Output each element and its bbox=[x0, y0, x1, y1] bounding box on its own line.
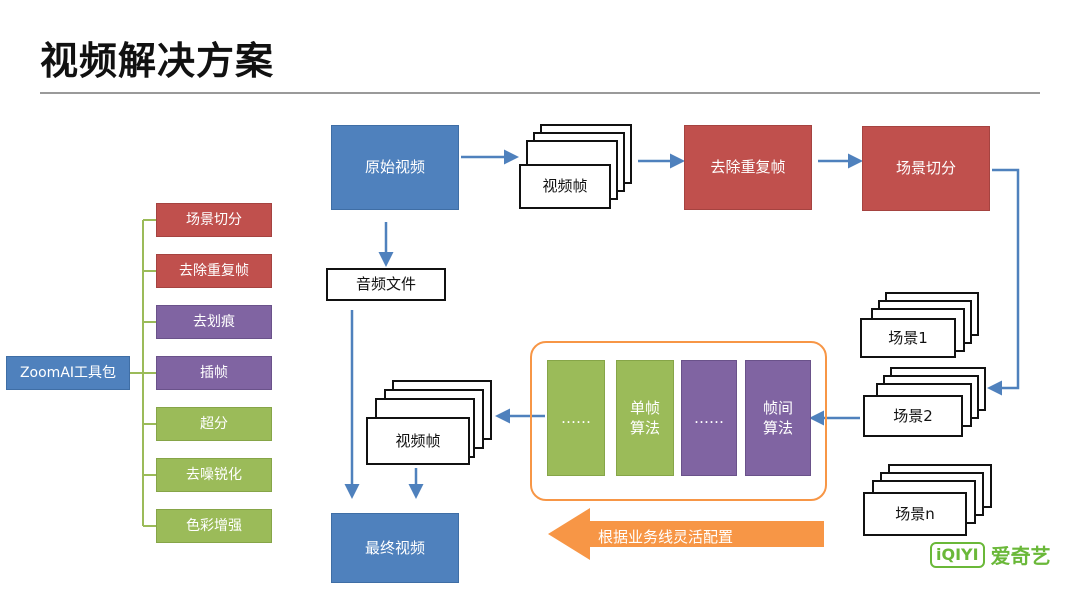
page-title: 视频解决方案 bbox=[40, 39, 275, 83]
iqiyi-logo-text: 爱奇艺 bbox=[990, 544, 1051, 568]
config-arrow bbox=[548, 508, 824, 560]
iqiyi-logo-mark: iQIYI bbox=[930, 541, 985, 568]
dedup-box: 去除重复帧 bbox=[684, 125, 812, 210]
tool-dedup: 去除重复帧 bbox=[156, 254, 272, 288]
scene-split-box: 场景切分 bbox=[862, 126, 990, 211]
tool-frame-interpolation: 插帧 bbox=[156, 356, 272, 390]
scene-1-box: 场景1 bbox=[860, 318, 956, 358]
iqiyi-logo: iQIYI 爱奇艺 bbox=[930, 540, 1051, 569]
config-note: 根据业务线灵活配置 bbox=[598, 528, 734, 546]
source-video-box: 原始视频 bbox=[331, 125, 459, 210]
scene-2-box: 场景2 bbox=[863, 395, 963, 437]
audio-file-box: 音频文件 bbox=[326, 268, 446, 301]
algorithm-group bbox=[530, 341, 827, 501]
inter-frame-algorithm: 帧间 算法 bbox=[745, 360, 811, 476]
tool-super-resolution: 超分 bbox=[156, 407, 272, 441]
tool-denoise-sharpen: 去噪锐化 bbox=[156, 458, 272, 492]
arrow-split-to-scenes bbox=[987, 168, 1020, 396]
video-frames-top: 视频帧 bbox=[519, 164, 611, 209]
single-frame-algorithm: 单帧 算法 bbox=[616, 360, 674, 476]
tool-color-enhance: 色彩增强 bbox=[156, 509, 272, 543]
scene-n-box: 场景n bbox=[863, 492, 967, 536]
tool-scratch-removal: 去划痕 bbox=[156, 305, 272, 339]
video-frames-bottom: 视频帧 bbox=[366, 417, 470, 465]
algorithm-slot-3: …… bbox=[681, 360, 737, 476]
toolkit-label: ZoomAI工具包 bbox=[6, 356, 130, 390]
final-video-box: 最终视频 bbox=[331, 513, 459, 583]
title-divider bbox=[40, 92, 1040, 94]
tool-scene-split: 场景切分 bbox=[156, 203, 272, 237]
algorithm-slot-1: …… bbox=[547, 360, 605, 476]
tree-branches bbox=[143, 219, 156, 527]
